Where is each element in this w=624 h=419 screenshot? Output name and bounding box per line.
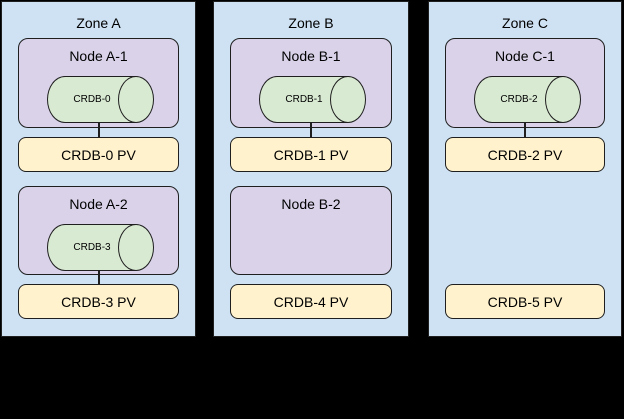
pv-label: CRDB-4 PV <box>273 293 349 310</box>
node-b-1: Node B-1 CRDB-1 <box>230 38 392 128</box>
database-cylinder-crdb-1: CRDB-1 <box>259 76 366 123</box>
node-label: Node B-1 <box>281 48 341 64</box>
connector-line <box>524 123 526 138</box>
node-label: Node C-1 <box>495 48 555 64</box>
pv-label: CRDB-1 PV <box>273 146 349 163</box>
zone-label: Zone A <box>76 15 121 31</box>
node-c-1: Node C-1 CRDB-2 <box>445 38 605 128</box>
zone-label: Zone C <box>502 15 548 31</box>
database-cylinder-cap <box>118 76 154 123</box>
node-label: Node B-2 <box>281 196 341 212</box>
connector-line <box>97 123 100 138</box>
connector-line <box>310 123 312 138</box>
node-label: Node A-1 <box>69 48 128 64</box>
zone-label: Zone B <box>288 15 334 31</box>
database-cylinder-crdb-0: CRDB-0 <box>47 76 154 123</box>
pv-crdb-0: CRDB-0 PV <box>18 137 179 172</box>
connector-line <box>97 271 100 285</box>
pv-crdb-1: CRDB-1 PV <box>230 137 392 172</box>
pv-label: CRDB-2 PV <box>487 146 563 163</box>
zone-b: Zone B Node B-1 CRDB-1 CRDB-1 PV Node B-… <box>213 1 409 337</box>
node-a-2: Node A-2 CRDB-3 <box>18 186 179 275</box>
database-cylinder-cap <box>330 76 366 123</box>
zone-c: Zone C Node C-1 CRDB-2 CRDB-2 PV CRDB-5 … <box>428 1 622 337</box>
database-cylinder-cap <box>545 76 581 123</box>
pv-crdb-5: CRDB-5 PV <box>445 284 605 319</box>
database-label: CRDB-1 <box>285 94 323 105</box>
pv-label: CRDB-5 PV <box>487 293 563 310</box>
database-cylinder-crdb-2: CRDB-2 <box>474 76 581 123</box>
node-label: Node A-2 <box>69 196 128 212</box>
database-label: CRDB-0 <box>73 94 111 105</box>
pv-crdb-2: CRDB-2 PV <box>445 137 605 172</box>
database-label: CRDB-3 <box>73 242 111 253</box>
database-cylinder-crdb-3: CRDB-3 <box>47 224 154 271</box>
database-label: CRDB-2 <box>500 94 538 105</box>
node-a-1: Node A-1 CRDB-0 <box>18 38 179 128</box>
node-b-2: Node B-2 <box>230 186 392 275</box>
database-cylinder-cap <box>118 224 154 271</box>
pv-crdb-4: CRDB-4 PV <box>230 284 392 319</box>
pv-label: CRDB-0 PV <box>61 146 136 163</box>
pv-crdb-3: CRDB-3 PV <box>18 284 179 319</box>
pv-label: CRDB-3 PV <box>61 293 136 310</box>
zone-a: Zone A Node A-1 CRDB-0 CRDB-0 PV Node A-… <box>1 1 196 337</box>
